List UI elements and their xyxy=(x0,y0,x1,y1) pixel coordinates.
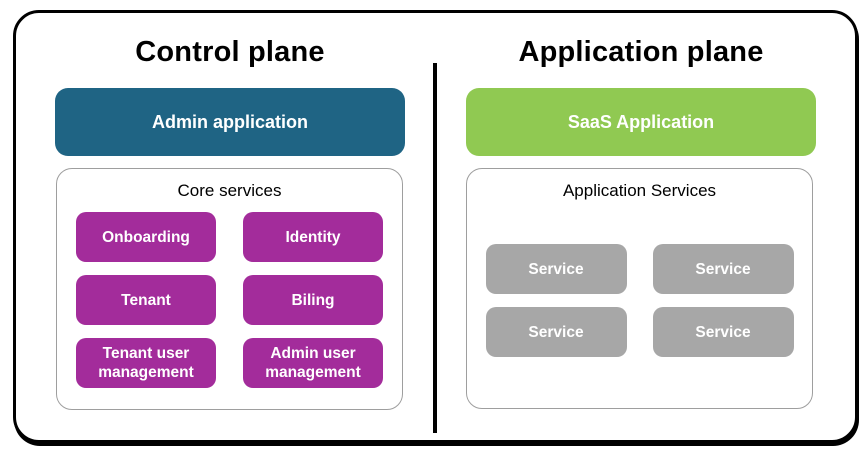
core-services-grid: Onboarding Identity Tenant Biling Tenant… xyxy=(57,212,402,388)
application-services-group: Application Services Service Service Ser… xyxy=(466,168,813,409)
service-box-generic-2: Service xyxy=(652,244,794,294)
core-services-group: Core services Onboarding Identity Tenant… xyxy=(56,168,403,410)
control-plane-title: Control plane xyxy=(135,36,325,68)
service-box-onboarding: Onboarding xyxy=(76,212,216,262)
service-box-tenant-user-management: Tenant user management xyxy=(76,338,216,388)
saas-application-box: SaaS Application xyxy=(466,88,816,156)
service-box-identity: Identity xyxy=(243,212,383,262)
service-box-generic-3: Service xyxy=(485,307,627,357)
application-services-title: Application Services xyxy=(562,181,717,200)
service-box-biling: Biling xyxy=(243,275,383,325)
plane-divider-line xyxy=(433,63,437,433)
application-services-grid: Service Service Service Service xyxy=(467,244,812,357)
admin-application-box: Admin application xyxy=(55,88,405,156)
service-box-generic-4: Service xyxy=(652,307,794,357)
application-plane-title: Application plane xyxy=(518,36,764,68)
core-services-title: Core services xyxy=(177,181,282,200)
service-box-tenant: Tenant xyxy=(76,275,216,325)
service-box-generic-1: Service xyxy=(485,244,627,294)
service-box-admin-user-management: Admin user management xyxy=(243,338,383,388)
